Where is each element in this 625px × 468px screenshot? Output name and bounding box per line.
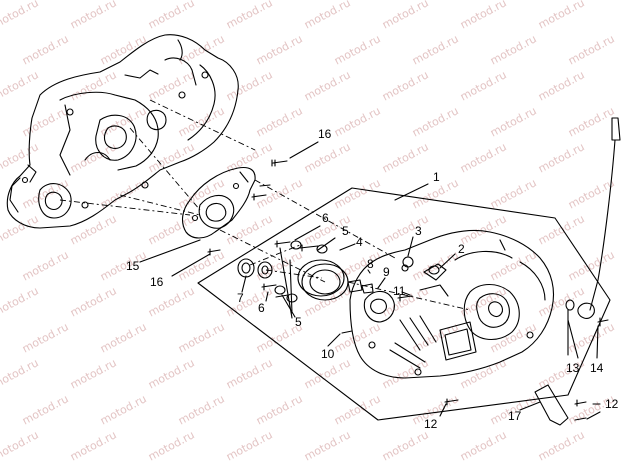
callout-7: 7 [237, 291, 244, 305]
callout-13: 13 [566, 361, 580, 375]
callout-5-lower: 5 [295, 315, 302, 329]
callout-14: 14 [590, 361, 604, 375]
callout-16-lower: 16 [150, 275, 164, 289]
callout-2: 2 [458, 242, 465, 256]
inner-cover-plate [181, 166, 256, 239]
bolts-10-11 [341, 294, 413, 334]
callout-9: 9 [383, 265, 390, 279]
screw-set-16 [207, 159, 288, 256]
callout-11: 11 [393, 284, 406, 298]
plug-and-oring [402, 256, 447, 281]
washers-and-bolts-upper [274, 240, 328, 254]
oil-seal-4 [297, 259, 349, 301]
dowel-pins [347, 279, 374, 294]
leader-lines [139, 141, 601, 420]
group-box-part-1 [197, 187, 611, 421]
bracket-17 [534, 384, 587, 426]
callout-1: 1 [433, 170, 440, 184]
callout-4: 4 [356, 235, 363, 249]
callout-8: 8 [367, 257, 374, 271]
bolt-12-lower [444, 398, 459, 406]
sensor-with-lead [565, 117, 621, 327]
crankcase-half [6, 34, 239, 229]
callout-5-upper: 5 [342, 224, 349, 238]
callout-3: 3 [415, 224, 422, 238]
callout-6-lower: 6 [258, 301, 265, 315]
callout-12-right: 12 [605, 397, 619, 411]
callout-16-upper: 16 [318, 127, 332, 141]
callout-15: 15 [126, 259, 140, 273]
callout-6-upper: 6 [322, 211, 329, 225]
callout-12-lower: 12 [424, 417, 438, 431]
seals-7 [237, 258, 273, 279]
callout-17: 17 [508, 409, 522, 423]
callout-10: 10 [321, 347, 335, 361]
outer-engine-cover [349, 229, 555, 379]
